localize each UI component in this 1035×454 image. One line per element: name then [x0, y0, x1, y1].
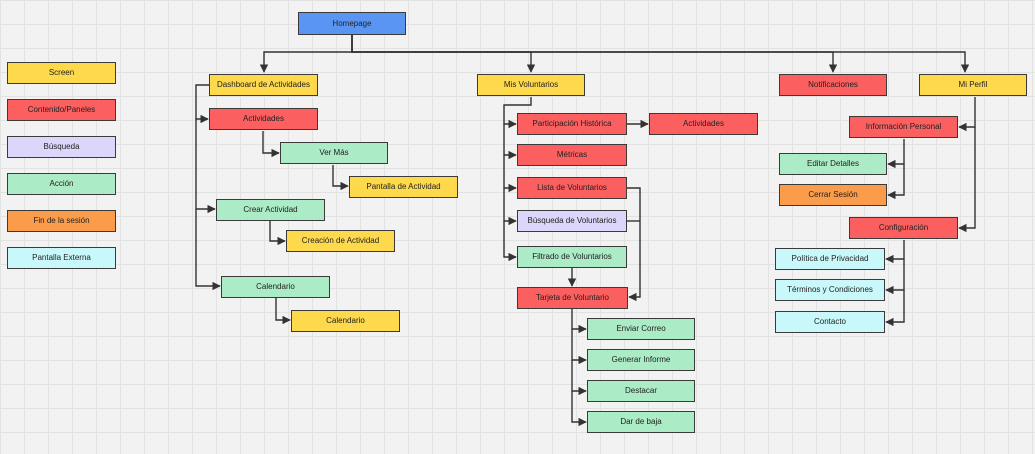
edge-calendario-pantalla: [275, 298, 291, 325]
edge-actividades-vermas: [262, 131, 280, 158]
legend-content: Contenido/Paneles: [7, 99, 116, 121]
edge-tarjeta-enviar: [571, 309, 587, 334]
node-metricas[interactable]: Métricas: [517, 144, 627, 166]
node-calendario-accion[interactable]: Calendario: [221, 276, 330, 298]
edge-perfil-configuracion: [958, 127, 976, 233]
edge-config-contacto: [885, 290, 905, 327]
node-configuracion[interactable]: Configuración: [849, 217, 958, 239]
edge-misvol-busqueda: [503, 188, 517, 226]
edge-homepage-dashboard: [259, 35, 353, 73]
node-crear-actividad[interactable]: Crear Actividad: [216, 199, 325, 221]
legend-action: Acción: [7, 173, 116, 195]
node-tarjeta-voluntario[interactable]: Tarjeta de Voluntario: [517, 287, 628, 309]
node-mi-perfil[interactable]: Mi Perfil: [919, 74, 1027, 96]
edge-misvol-filtrado: [503, 221, 517, 262]
edge-homepage-notificaciones: [351, 35, 838, 73]
node-actividades-2[interactable]: Actividades: [649, 113, 758, 135]
node-busqueda-voluntarios[interactable]: Búsqueda de Voluntarios: [517, 210, 627, 232]
node-actividades[interactable]: Actividades: [209, 108, 318, 130]
edge-homepage-mis-voluntarios: [351, 35, 536, 73]
edge-perfil-informacion: [958, 97, 976, 132]
node-informacion-personal[interactable]: Información Personal: [849, 116, 958, 138]
edge-dashboard-crear: [195, 119, 216, 214]
edge-misvol-participacion: [503, 97, 532, 129]
node-filtrado-voluntarios[interactable]: Filtrado de Voluntarios: [517, 246, 627, 268]
node-mis-voluntarios[interactable]: Mis Voluntarios: [477, 74, 585, 96]
legend-end-session: Fin de la sesión: [7, 210, 116, 232]
node-terminos-condiciones[interactable]: Términos y Condiciones: [775, 279, 885, 301]
node-ver-mas[interactable]: Ver Más: [280, 142, 388, 164]
node-notificaciones[interactable]: Notificaciones: [779, 74, 887, 96]
edge-misvol-metricas: [503, 124, 517, 160]
edge-tarjeta-destacar: [571, 360, 587, 396]
legend-search: Búsqueda: [7, 136, 116, 158]
node-homepage[interactable]: Homepage: [298, 12, 406, 35]
node-lista-voluntarios[interactable]: Lista de Voluntarios: [517, 177, 627, 199]
edge-dashboard-calendario: [195, 209, 221, 291]
node-calendario-pantalla[interactable]: Calendario: [291, 310, 400, 332]
edge-config-politica: [885, 240, 905, 264]
node-cerrar-sesion[interactable]: Cerrar Sesión: [779, 184, 887, 206]
node-contacto[interactable]: Contacto: [775, 311, 885, 333]
node-creacion-actividad[interactable]: Creación de Actividad: [286, 230, 395, 252]
edge-tarjeta-baja: [571, 391, 587, 427]
edge-crear-creacion: [269, 221, 286, 246]
node-editar-detalles[interactable]: Editar Detalles: [779, 153, 887, 175]
node-dashboard[interactable]: Dashboard de Actividades: [209, 74, 318, 96]
edge-lista-tarjeta: [627, 187, 641, 302]
edge-config-terminos: [885, 259, 905, 295]
node-generar-informe[interactable]: Generar Informe: [587, 349, 695, 371]
edge-info-cerrar: [887, 164, 905, 200]
node-dar-de-baja[interactable]: Dar de baja: [587, 411, 695, 433]
edge-info-editar: [887, 139, 905, 169]
legend-screen: Screen: [7, 62, 116, 84]
node-destacar[interactable]: Destacar: [587, 380, 695, 402]
node-enviar-correo[interactable]: Enviar Correo: [587, 318, 695, 340]
edge-misvol-lista: [503, 155, 517, 193]
node-politica-privacidad[interactable]: Política de Privacidad: [775, 248, 885, 270]
legend-external: Pantalla Externa: [7, 247, 116, 269]
node-participacion-historica[interactable]: Participación Histórica: [517, 113, 627, 135]
edge-tarjeta-generar: [571, 329, 587, 365]
node-pantalla-actividad[interactable]: Pantalla de Actividad: [349, 176, 458, 198]
edge-homepage-mi-perfil: [351, 35, 970, 73]
edge-dashboard-actividades: [195, 84, 209, 124]
edge-vermas-pantalla: [332, 165, 349, 191]
